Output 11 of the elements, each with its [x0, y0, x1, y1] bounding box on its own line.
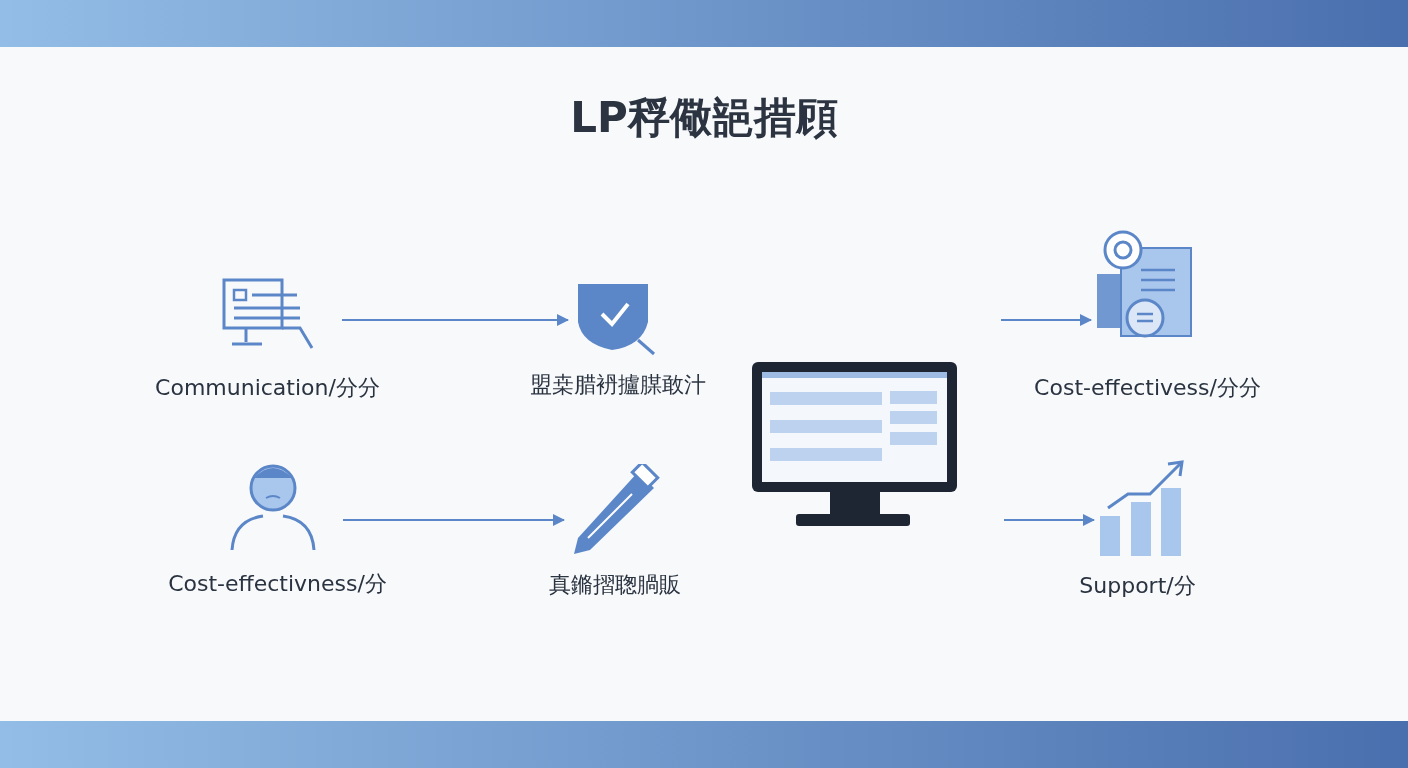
arrow	[342, 514, 565, 526]
arrow	[341, 314, 569, 326]
title: LP稃儆郶措頋	[569, 92, 839, 144]
node-label: 盟桒腊袇攎腜敢汁	[529, 371, 707, 399]
arrow	[1000, 314, 1092, 326]
arrow	[1003, 514, 1095, 526]
node-label: Cost-effectivness/分	[167, 570, 388, 598]
node-label: Support/分	[1078, 572, 1197, 600]
node-label: 真鏅摺聦腡販	[548, 571, 682, 599]
node-label: Communication/分分	[154, 374, 381, 402]
node-label: Cost-effectivess/分分	[1033, 374, 1262, 402]
